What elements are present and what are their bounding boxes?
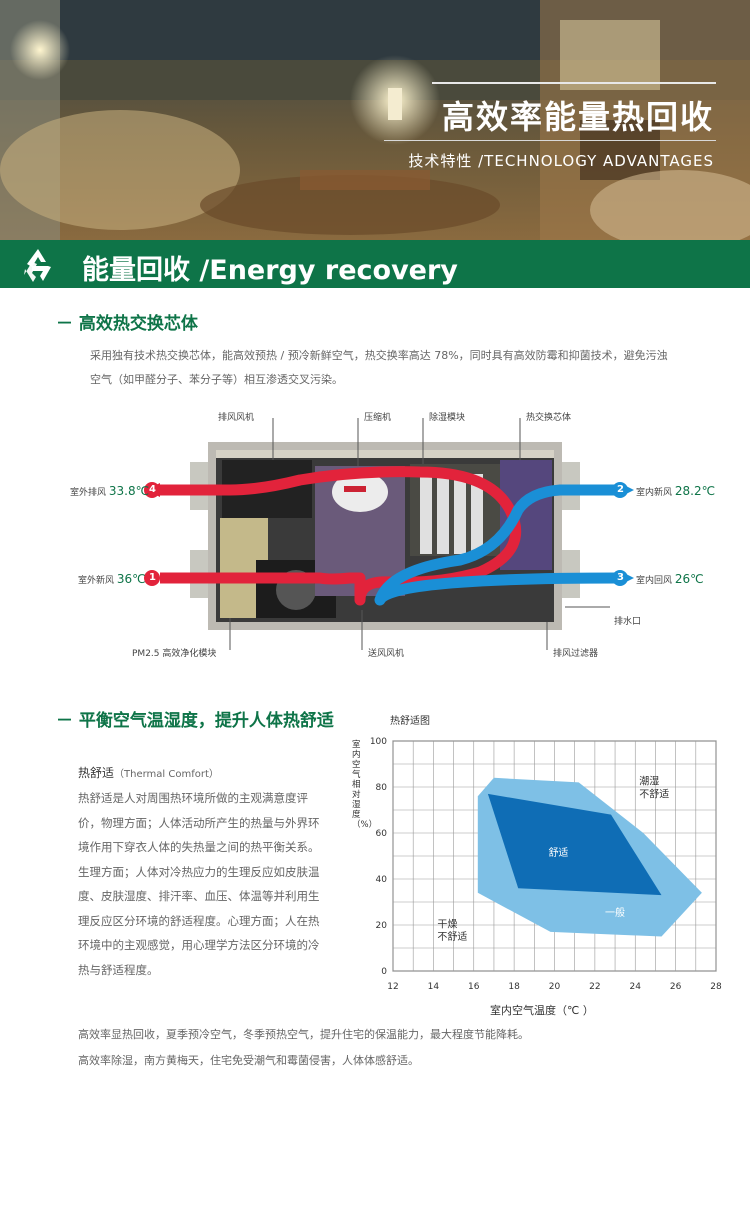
hero-subtitle: 技术特性 /TECHNOLOGY ADVANTAGES xyxy=(408,152,714,170)
chart-y-axis-label: 室内空气相对湿度（%） xyxy=(352,740,378,830)
label-drain: 排水口 xyxy=(614,617,642,627)
section-title: 能量回收 /Energy recovery xyxy=(82,255,458,286)
y-tick-label: 80 xyxy=(376,783,388,793)
hero-banner: 高效率能量热回收 技术特性 /TECHNOLOGY ADVANTAGES xyxy=(0,0,750,240)
footer-line2: 高效率除湿，南方黄梅天，住宅免受潮气和霉菌侵害，人体体感舒适。 xyxy=(78,1054,419,1067)
x-tick-label: 28 xyxy=(710,982,722,992)
airflow-diagram: 排风风机 压缩机 除湿模块 热交换芯体 排水口 PM2.5 高效净化模块 送风风… xyxy=(60,400,715,665)
chart-annotation: 不舒适 xyxy=(639,787,669,800)
region-comfortable xyxy=(487,793,662,896)
core-text-line2: 空气（如甲醛分子、苯分子等）相互渗透交叉污染。 xyxy=(90,373,343,386)
x-tick-label: 16 xyxy=(468,982,480,992)
core-heading: － 高效热交换芯体 xyxy=(56,314,198,334)
chart-annotation: 舒适 xyxy=(548,846,568,859)
port-number-2: 2 xyxy=(617,484,624,495)
label-heat-exchange-core: 热交换芯体 xyxy=(526,413,572,423)
x-tick-label: 20 xyxy=(549,982,561,992)
label-compressor: 压缩机 xyxy=(364,413,392,423)
comfort-heading: － 平衡空气温湿度，提升人体热舒适 xyxy=(56,711,334,731)
x-tick-label: 24 xyxy=(630,982,642,992)
x-tick-label: 18 xyxy=(508,982,520,992)
y-tick-label: 20 xyxy=(376,921,388,931)
port-number-1: 1 xyxy=(149,572,156,583)
chart-annotation: 不舒适 xyxy=(437,930,467,943)
y-tick-label: 60 xyxy=(376,829,388,839)
y-tick-label: 0 xyxy=(381,967,387,977)
port-number-3: 3 xyxy=(617,572,624,583)
x-tick-label: 22 xyxy=(589,982,600,992)
comfort-title: 热舒适（Thermal Comfort） xyxy=(78,766,219,780)
chart-annotation: 潮湿 xyxy=(639,775,659,788)
label-pm25-module: PM2.5 高效净化模块 xyxy=(132,649,217,659)
x-tick-label: 26 xyxy=(670,982,682,992)
recycle-icon xyxy=(24,249,51,282)
port-outdoor-fresh: 室外新风 36℃ xyxy=(78,572,146,586)
x-tick-label: 12 xyxy=(387,982,398,992)
label-exhaust-fan: 排风风机 xyxy=(218,413,255,423)
port-indoor-return: 室内回风 26℃ xyxy=(636,572,704,586)
x-tick-label: 14 xyxy=(428,982,440,992)
footer-line1: 高效率显热回收，夏季预冷空气，冬季预热空气，提升住宅的保温能力，最大程度节能降耗… xyxy=(78,1028,529,1041)
y-tick-label: 100 xyxy=(370,737,387,747)
core-text-line1: 采用独有技术热交换芯体，能高效预热 / 预冷新鲜空气，热交换率高达 78%，同时… xyxy=(90,349,668,362)
y-tick-label: 40 xyxy=(376,875,388,885)
label-supply-fan: 送风风机 xyxy=(368,649,405,659)
hero-living-room-image xyxy=(0,0,750,240)
label-exhaust-filter: 排风过滤器 xyxy=(553,649,599,659)
hero-rule-bottom xyxy=(384,140,716,141)
chart-title: 热舒适图 xyxy=(390,716,430,727)
port-indoor-fresh: 室内新风 28.2℃ xyxy=(636,484,716,498)
ventilator-schematic xyxy=(144,418,634,650)
port-outdoor-exhaust: 室外排风 33.8℃ xyxy=(70,484,150,498)
hero-rule-top xyxy=(432,82,716,84)
section-header-bar: 能量回收 /Energy recovery xyxy=(0,240,750,288)
chart-annotation: 干燥 xyxy=(437,918,457,930)
hero-title: 高效率能量热回收 xyxy=(441,98,714,136)
comfort-body: 热舒适是人对周围热环境所做的主观满意度评价，物理方面；人体活动所产生的热量与外界… xyxy=(78,791,320,977)
chart-annotation: 一般 xyxy=(605,906,625,919)
chart-x-axis-label: 室内空气温度（℃ ） xyxy=(490,1004,594,1017)
label-dehumid-module: 除湿模块 xyxy=(429,413,466,423)
port-number-4: 4 xyxy=(149,484,156,495)
